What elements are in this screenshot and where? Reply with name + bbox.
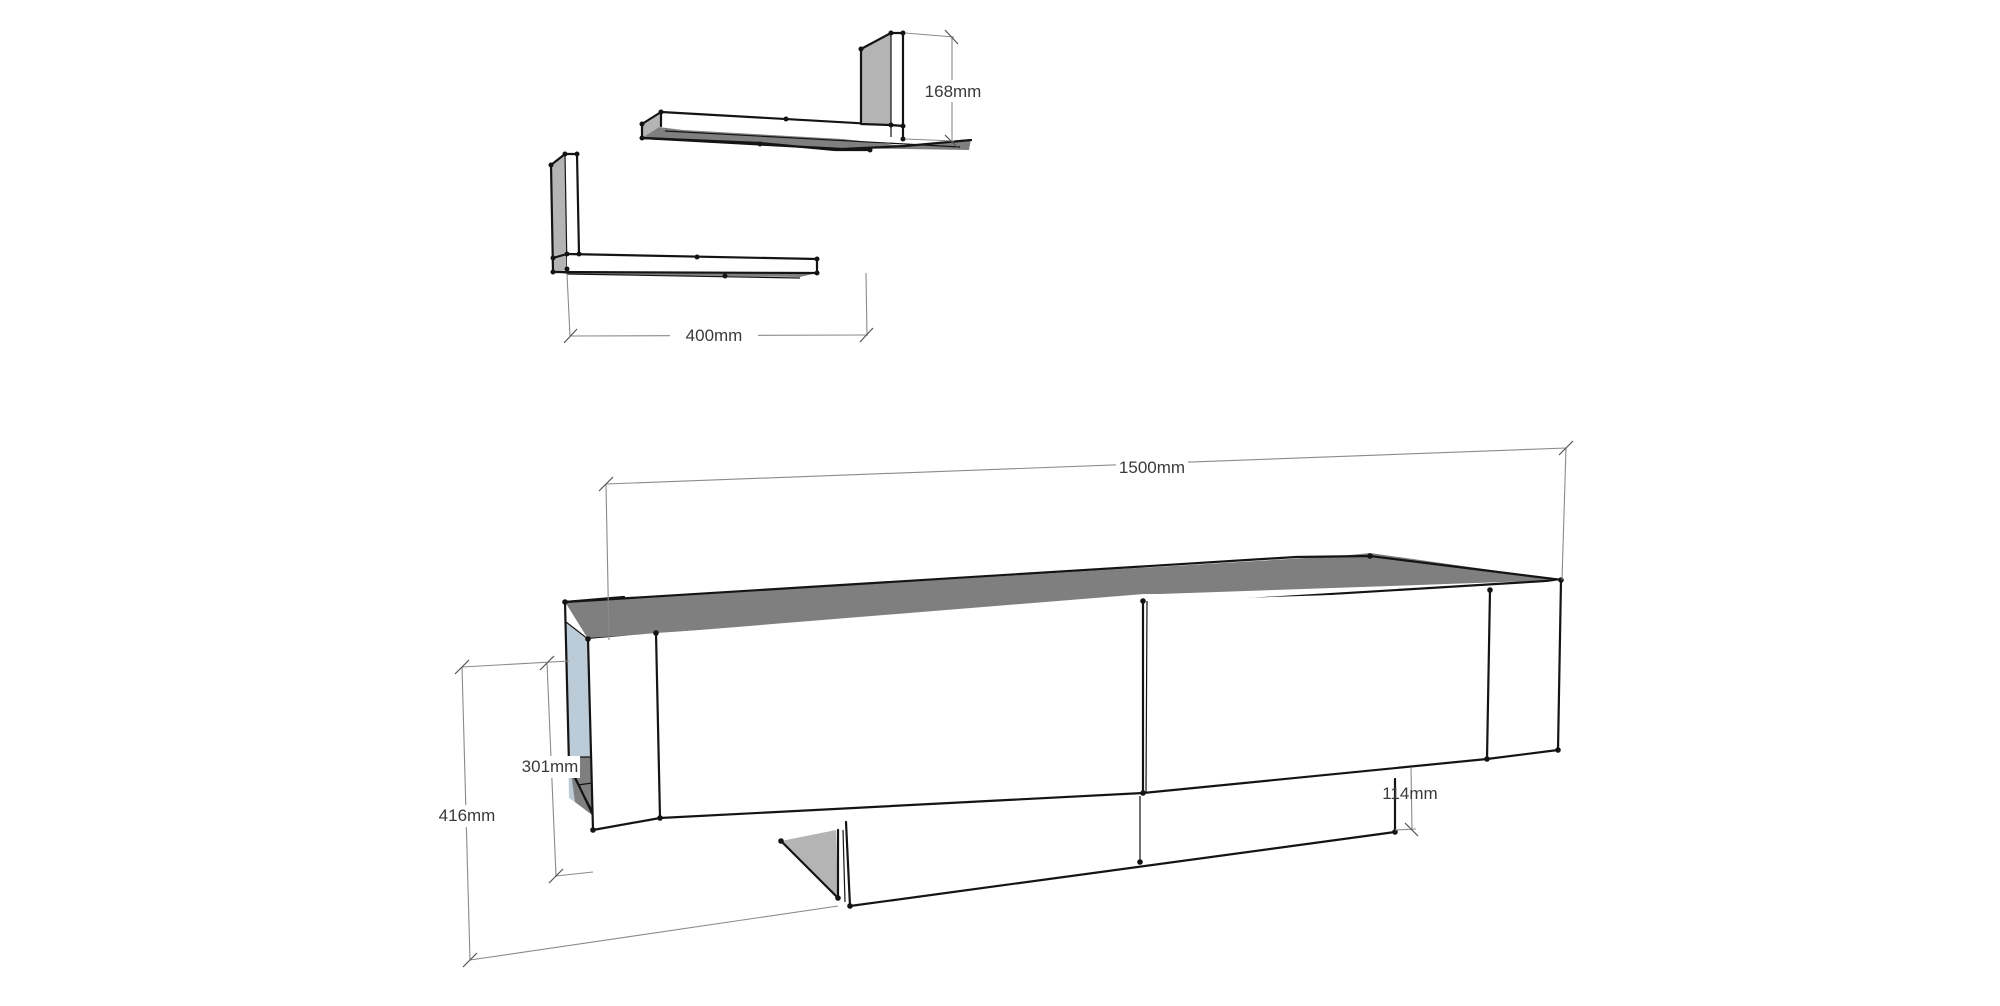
label-301mm: 301mm xyxy=(522,757,579,776)
dimension-cabinet-total-height: 416mm xyxy=(434,659,839,968)
dimension-cabinet-width: 1500mm xyxy=(598,440,1574,641)
label-114mm: 114mm xyxy=(1382,784,1437,803)
dimension-shelf-height: 168mm xyxy=(904,29,982,149)
dimension-cabinet-body-height: 301mm xyxy=(522,655,594,884)
upper-wall-shelf xyxy=(639,30,973,153)
label-416mm: 416mm xyxy=(439,806,496,825)
dimension-plinth-height: 114mm xyxy=(1382,767,1438,837)
label-168mm: 168mm xyxy=(925,82,982,101)
tv-unit xyxy=(562,553,1564,909)
label-400mm: 400mm xyxy=(686,326,743,345)
label-1500mm: 1500mm xyxy=(1119,458,1185,477)
dimension-shelf-width: 400mm xyxy=(563,272,874,347)
lower-wall-shelf xyxy=(548,151,820,279)
